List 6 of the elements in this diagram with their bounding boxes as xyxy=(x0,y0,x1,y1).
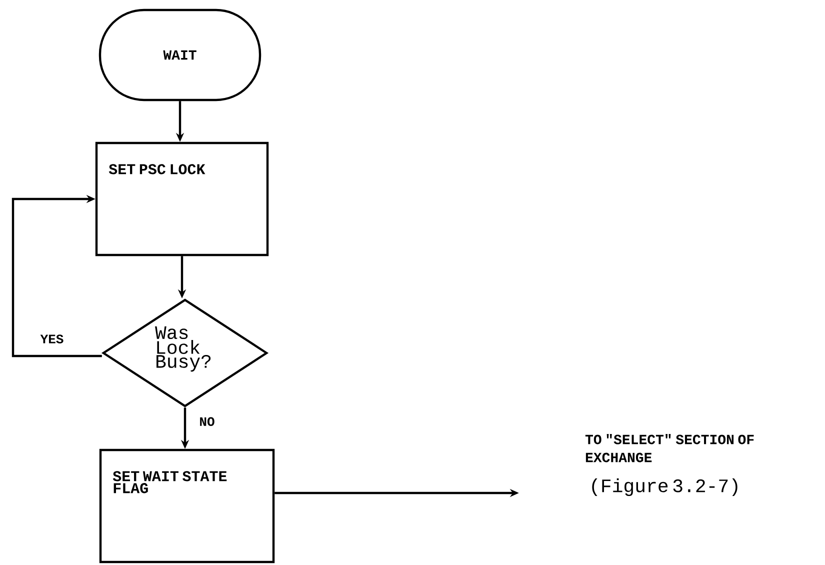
edge-label: NO xyxy=(200,417,214,426)
process-box: SET PSC LOCK xyxy=(95,142,269,256)
edge-label: YES xyxy=(40,334,64,344)
arrow xyxy=(12,194,102,358)
note-text: TO "SELECT" SECTION OF EXCHANGE (Figure 3.2-7) xyxy=(585,434,754,496)
process-box: SET WAIT STATE FLAG xyxy=(99,448,275,564)
